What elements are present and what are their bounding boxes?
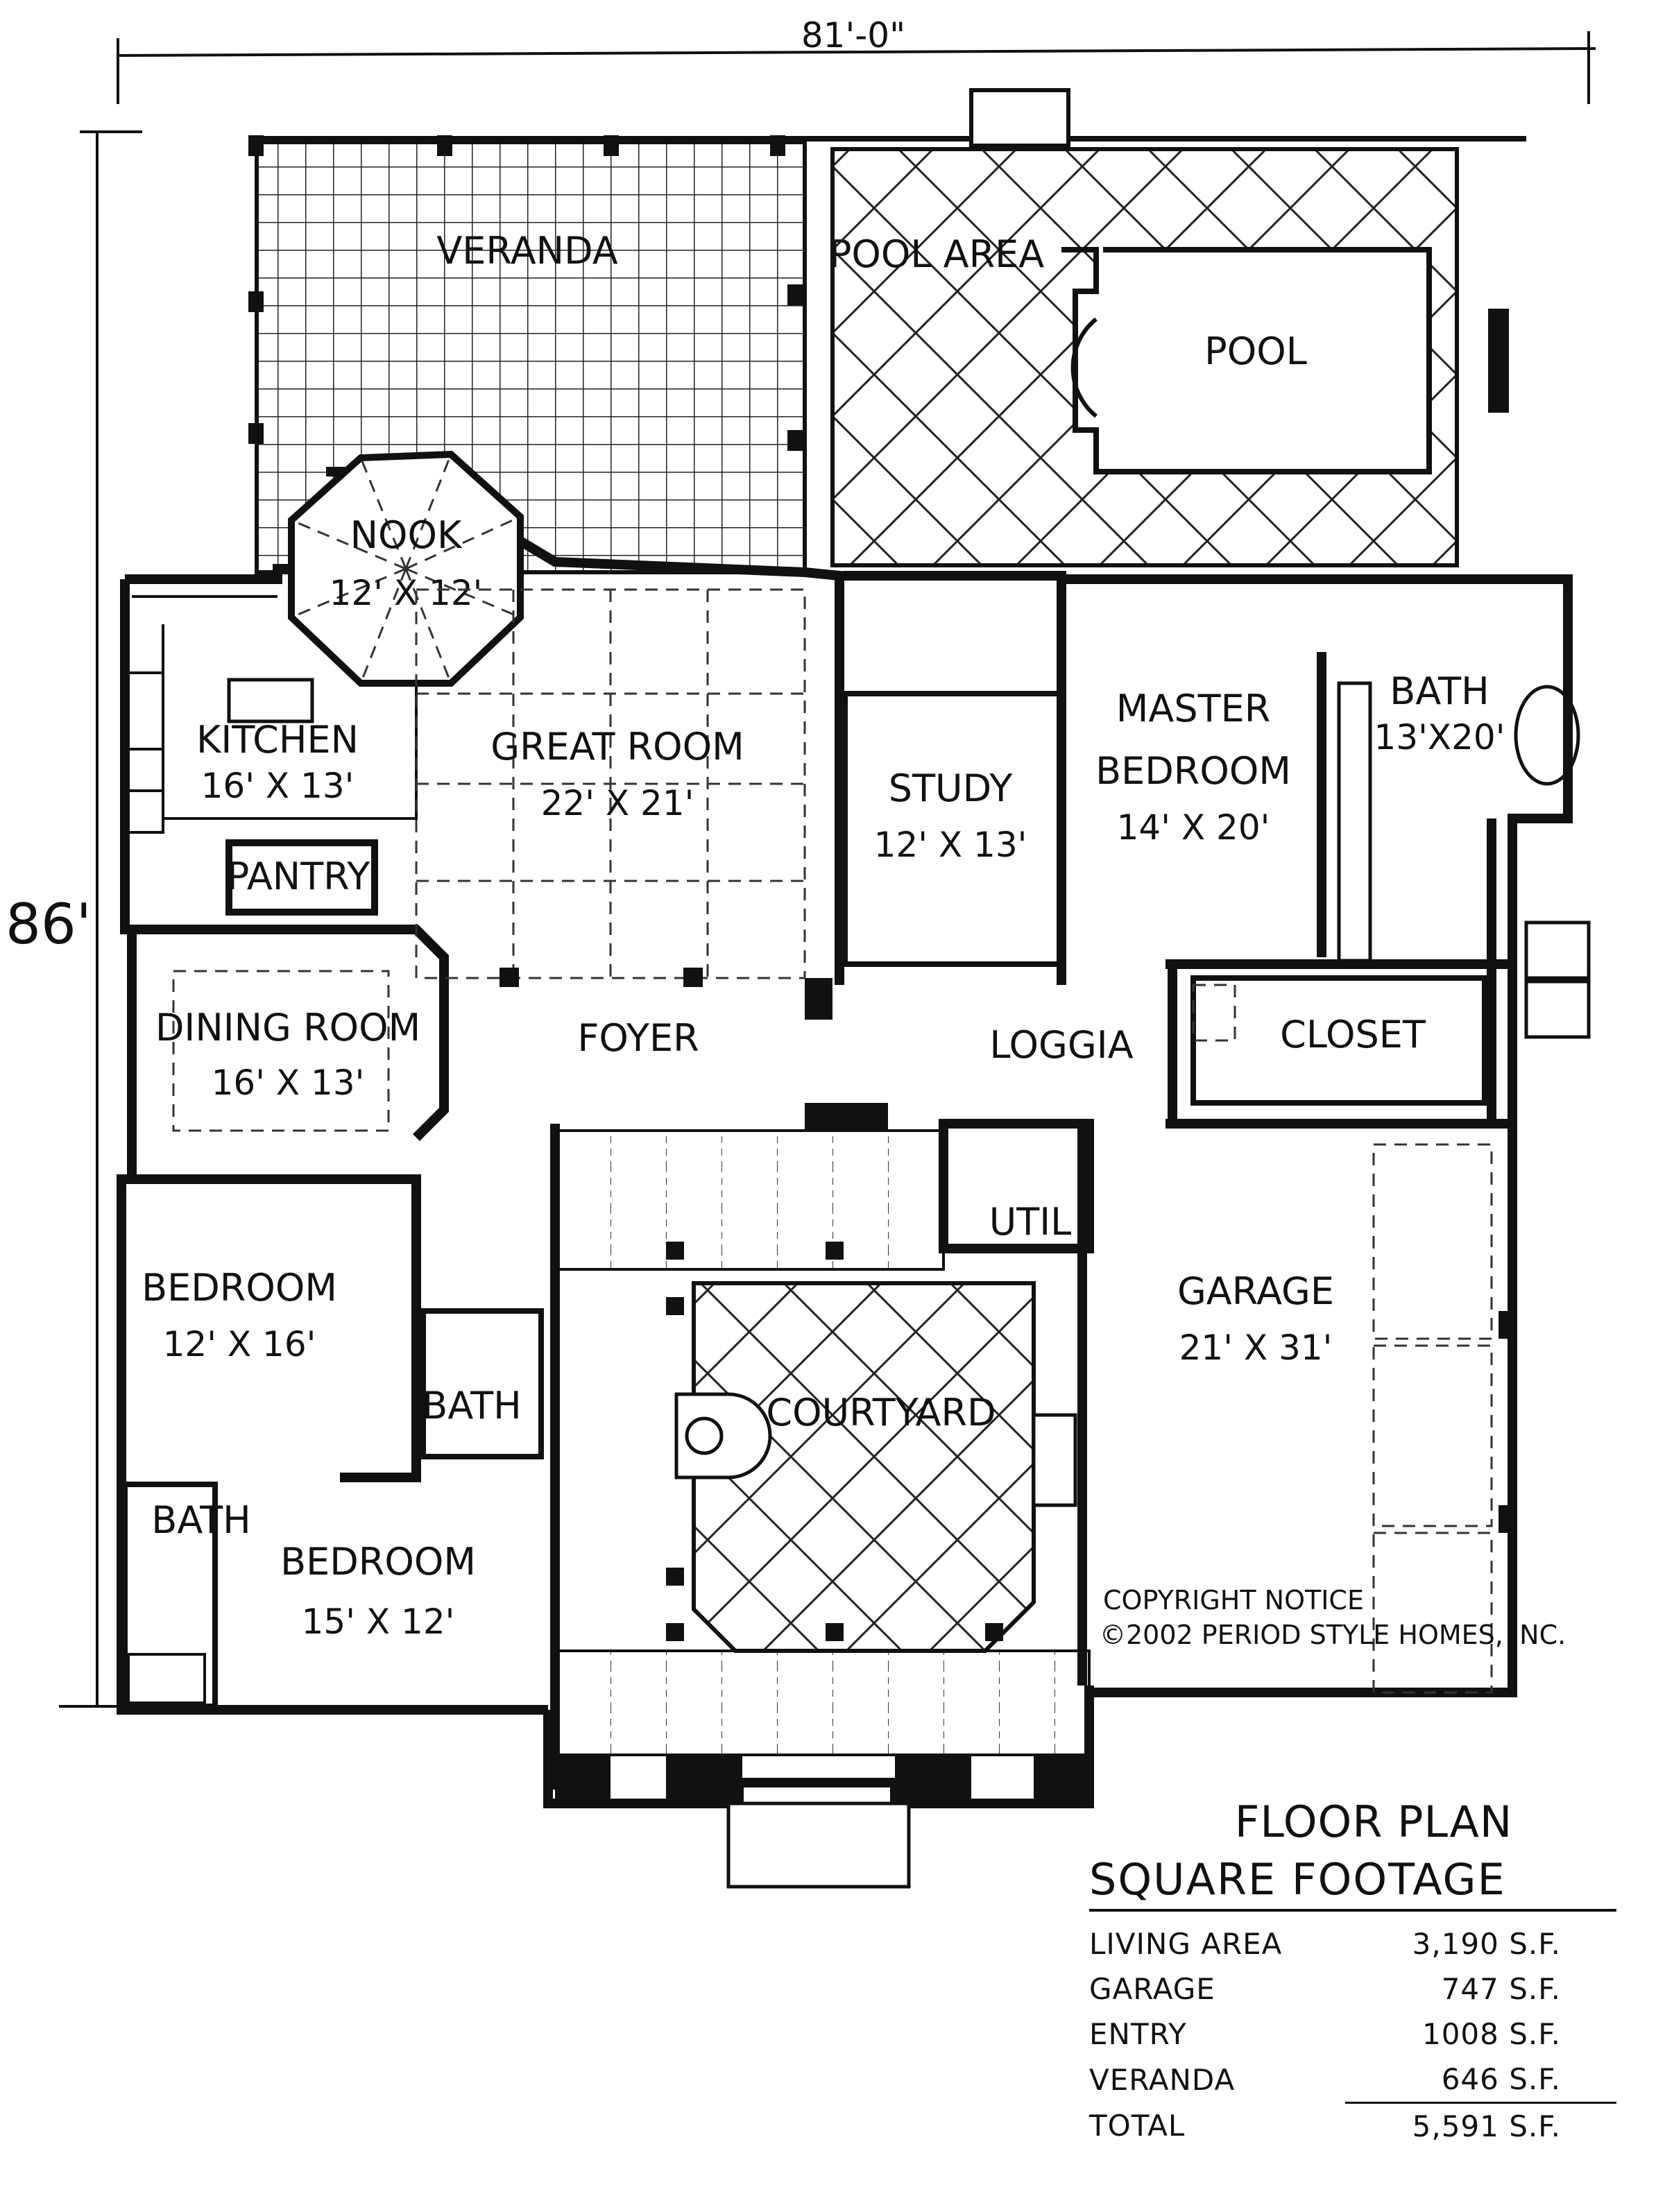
bedroom-1-size: 12' X 16' xyxy=(163,1324,316,1364)
width-label: 81'-0" xyxy=(801,15,905,55)
nook-size: 12' X 12' xyxy=(330,573,483,613)
pool-area-label: POOL AREA xyxy=(829,232,1044,276)
square-footage-rows: LIVING AREA 3,190 S.F. GARAGE 747 S.F. E… xyxy=(1089,1921,1616,2149)
bedroom-2: BEDROOM 15' X 12' xyxy=(280,1540,476,1642)
row-value: 1008 S.F. xyxy=(1421,2017,1561,2051)
study-size: 12' X 13' xyxy=(874,825,1027,865)
closet-label: CLOSET xyxy=(1280,1013,1426,1056)
utility: UTIL xyxy=(989,1200,1072,1244)
table-row: LIVING AREA 3,190 S.F. xyxy=(1089,1921,1616,1966)
courtyard: COURTYARD xyxy=(554,1129,1091,1756)
bedroom-1-label: BEDROOM xyxy=(142,1266,337,1310)
width-dimension: 81'-0" xyxy=(117,15,1596,104)
master-suite: MASTER BEDROOM 14' X 20' BATH 13'X20' xyxy=(1095,669,1591,1039)
dining-room-label: DINING ROOM xyxy=(155,1006,420,1049)
kitchen-size: 16' X 13' xyxy=(201,766,355,806)
loggia: LOGGIA xyxy=(989,1023,1133,1067)
bath-3-label: BATH xyxy=(151,1498,250,1542)
table-row: ENTRY 1008 S.F. xyxy=(1089,2012,1616,2057)
row-label: LIVING AREA xyxy=(1089,1927,1283,1961)
depth-dimension: 86' xyxy=(6,130,142,1708)
copyright-line-1: COPYRIGHT NOTICE xyxy=(1103,1585,1364,1615)
pool-area: POOL AREA POOL xyxy=(250,88,1526,567)
bath-3: BATH xyxy=(122,1482,251,1709)
copyright-line-2: ©2002 PERIOD STYLE HOMES, INC. xyxy=(1100,1620,1566,1650)
garage: GARAGE 21' X 31' xyxy=(1032,1143,1517,1694)
kitchen-label: KITCHEN xyxy=(196,718,359,762)
garage-label: GARAGE xyxy=(1177,1269,1334,1313)
study: STUDY 12' X 13' xyxy=(840,691,1064,967)
master-bedroom-label-1: MASTER xyxy=(1116,687,1270,730)
dining-room: DINING ROOM 16' X 13' xyxy=(155,970,420,1132)
great-room-label: GREAT ROOM xyxy=(490,725,744,769)
master-bath-label: BATH xyxy=(1390,669,1489,713)
floor-plan-title: FLOOR PLAN xyxy=(1234,1797,1513,1847)
dining-room-size: 16' X 13' xyxy=(212,1063,365,1103)
row-label: ENTRY xyxy=(1089,2017,1187,2051)
table-row: GARAGE 747 S.F. xyxy=(1089,1966,1616,2012)
master-bedroom-label-2: BEDROOM xyxy=(1095,749,1291,793)
foyer-label: FOYER xyxy=(577,1016,699,1060)
closet: CLOSET xyxy=(1190,975,1487,1106)
nook: NOOK 12' X 12' xyxy=(288,450,524,687)
row-value: 646 S.F. xyxy=(1345,2057,1616,2104)
bath-2: BATH xyxy=(420,1308,544,1459)
row-label: VERANDA xyxy=(1089,2062,1236,2097)
pantry-label: PANTRY xyxy=(227,855,370,898)
kitchen: KITCHEN 16' X 13' PANTRY xyxy=(127,595,418,916)
row-value: 747 S.F. xyxy=(1441,1972,1561,2006)
garage-size: 21' X 31' xyxy=(1179,1328,1333,1368)
table-row: TOTAL 5,591 S.F. xyxy=(1089,2103,1616,2150)
row-value: 5,591 S.F. xyxy=(1412,2109,1561,2143)
bedroom-1: BEDROOM 12' X 16' xyxy=(142,1266,337,1364)
great-room: GREAT ROOM 22' X 21' xyxy=(415,588,806,987)
bedroom-2-size: 15' X 12' xyxy=(302,1602,455,1642)
depth-label: 86' xyxy=(6,892,92,957)
pool-label: POOL xyxy=(1204,329,1307,373)
master-bath-size: 13'X20' xyxy=(1374,717,1505,757)
foyer: FOYER xyxy=(577,1016,699,1060)
row-value: 3,190 S.F. xyxy=(1412,1927,1561,1961)
table-row: VERANDA 646 S.F. xyxy=(1089,2057,1616,2104)
row-label: GARAGE xyxy=(1089,1972,1215,2006)
bedroom-2-label: BEDROOM xyxy=(280,1540,476,1584)
util-label: UTIL xyxy=(989,1200,1072,1244)
courtyard-label: COURTYARD xyxy=(766,1391,996,1434)
veranda-label: VERANDA xyxy=(436,229,617,273)
study-label: STUDY xyxy=(889,766,1013,810)
row-label: TOTAL xyxy=(1089,2109,1186,2143)
nook-label: NOOK xyxy=(350,513,463,557)
square-footage-title: SQUARE FOOTAGE xyxy=(1089,1854,1616,1912)
bath-2-label: BATH xyxy=(422,1384,521,1427)
square-footage-table: FLOOR PLAN SQUARE FOOTAGE LIVING AREA 3,… xyxy=(1089,1797,1616,2149)
master-bedroom-size: 14' X 20' xyxy=(1117,807,1270,848)
copyright-notice: COPYRIGHT NOTICE ©2002 PERIOD STYLE HOME… xyxy=(1100,1585,1566,1650)
great-room-size: 22' X 21' xyxy=(541,783,694,823)
loggia-label: LOGGIA xyxy=(989,1023,1133,1067)
